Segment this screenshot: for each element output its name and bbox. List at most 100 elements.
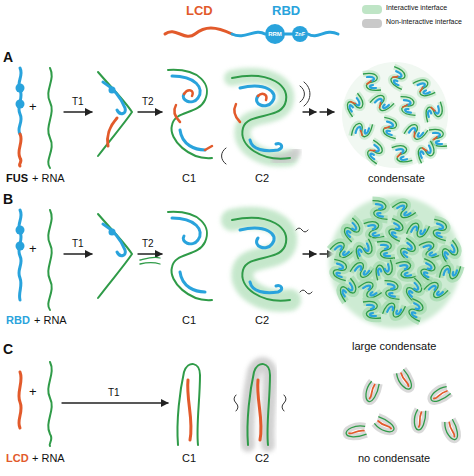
large-condensate-cluster-part <box>340 218 364 243</box>
dispersed-complexes <box>345 369 460 441</box>
row-a-illustration-part <box>107 118 117 146</box>
condensate-cluster-part <box>343 93 367 117</box>
row-a-illustration-part <box>180 130 205 150</box>
row-a-illustration-part <box>303 111 316 112</box>
row-a-illustration-part <box>234 104 240 122</box>
large-condensate-cluster <box>329 196 462 328</box>
row-a-illustration-part <box>320 111 334 112</box>
large-condensate-cluster-part <box>329 196 461 328</box>
condensate-cluster-part <box>363 140 388 164</box>
row-b-illustration-part <box>48 210 51 310</box>
condensate-cluster-part <box>363 73 381 90</box>
condensate-cluster-part <box>398 96 419 116</box>
row-a-illustration-part <box>300 86 305 102</box>
row-a-illustration-part <box>240 86 274 106</box>
large-condensate-cluster-part <box>336 278 360 302</box>
row-a-illustration-part <box>174 105 180 122</box>
sample-name: LCD <box>6 452 29 464</box>
row-a-illustration-part <box>103 82 125 114</box>
row-a-illustration-part <box>232 76 290 159</box>
row-a-illustration-part <box>184 90 193 96</box>
row-a-illustration-part <box>304 82 310 106</box>
row-c-illustration-part <box>19 372 21 428</box>
domain-label: ZnF <box>295 31 305 37</box>
plus-sign: + <box>29 385 37 399</box>
dispersed-complexes-part <box>363 381 380 403</box>
legend-text: Interactive interface <box>386 4 447 12</box>
row-b-illustration-part <box>232 218 290 301</box>
step-label: T2 <box>142 96 154 107</box>
row-a-illustration-part <box>222 148 227 164</box>
row-b-illustration-part <box>138 253 162 254</box>
plus-sign: + <box>29 100 37 114</box>
condensate-cluster-part <box>413 77 436 99</box>
panel-letter: C <box>3 342 13 357</box>
sample-label: + RNA <box>34 314 67 326</box>
row-a-illustration-part <box>19 134 21 166</box>
row-a-illustration-part <box>258 94 266 100</box>
large-condensate-cluster-part <box>382 298 406 322</box>
row-a-illustration-part <box>48 68 51 168</box>
row-b-illustration-part <box>240 228 274 248</box>
step-label: T1 <box>72 96 84 107</box>
dispersed-complexes-part <box>345 425 367 439</box>
condensate-cluster-part <box>386 66 410 90</box>
row-b-illustration-part <box>180 272 205 292</box>
row-c-illustration-part <box>188 380 191 440</box>
condensate-cluster <box>342 62 448 168</box>
large-condensate-cluster-part <box>439 261 461 284</box>
state-label: C2 <box>255 314 269 326</box>
row-a-illustration-part <box>109 87 116 94</box>
row-b-illustration-part <box>140 263 160 265</box>
sample-name: RBD <box>6 314 30 326</box>
large-condensate-cluster-part <box>370 200 391 220</box>
panel-letter: B <box>3 192 13 207</box>
large-condensate-cluster-part <box>364 220 385 240</box>
legend-swatch <box>362 19 382 28</box>
large-condensate-cluster-part <box>396 260 417 280</box>
domain-name: RBD <box>272 4 300 18</box>
state-label: C1 <box>182 314 196 326</box>
row-a-illustration <box>16 68 335 168</box>
row-a-illustration-part <box>64 111 92 112</box>
row-a-illustration-part <box>172 76 200 102</box>
row-c-illustration-part <box>258 380 261 440</box>
state-label: C1 <box>182 172 196 184</box>
protein-schematic <box>165 24 338 44</box>
protein-schematic-part <box>308 32 338 35</box>
sample-name: FUS <box>6 172 28 184</box>
dispersed-complexes-part <box>374 416 397 435</box>
dispersed-complexes-part <box>443 419 460 441</box>
condensate-cluster-part <box>404 120 428 145</box>
protein-schematic-part <box>265 24 285 44</box>
condensate-cluster-part <box>342 62 448 168</box>
row-b-illustration-part <box>300 290 312 294</box>
sample-label: + RNA <box>32 452 65 464</box>
row-b-illustration-part <box>296 228 308 232</box>
outcome-label: no condensate <box>358 452 430 464</box>
state-label: C2 <box>255 172 269 184</box>
domain-label: RRM <box>268 31 282 38</box>
condensate-cluster-part <box>379 117 402 139</box>
row-b-illustration-part <box>172 218 200 244</box>
row-c-illustration-part <box>234 395 238 411</box>
row-c-illustration-part <box>48 362 51 446</box>
step-label: T1 <box>108 387 120 398</box>
large-condensate-cluster-part <box>382 280 403 300</box>
row-c-illustration-part <box>247 364 270 445</box>
row-b-illustration-part <box>16 242 25 251</box>
condensate-cluster-part <box>351 119 373 142</box>
domain-name: LCD <box>186 4 213 18</box>
large-condensate-cluster-part <box>404 298 428 322</box>
panel-letter: A <box>3 50 13 65</box>
row-c-illustration-part <box>177 364 200 445</box>
condensate-cluster-part <box>424 102 444 123</box>
row-b-illustration-part <box>250 282 282 293</box>
large-condensate-cluster-part <box>363 301 381 318</box>
protein-schematic-part <box>285 33 292 36</box>
row-c-illustration-part <box>282 395 286 411</box>
row-b-illustration-part <box>16 226 25 235</box>
row-c-illustration-part <box>247 364 270 445</box>
outcome-label: condensate <box>368 172 425 184</box>
